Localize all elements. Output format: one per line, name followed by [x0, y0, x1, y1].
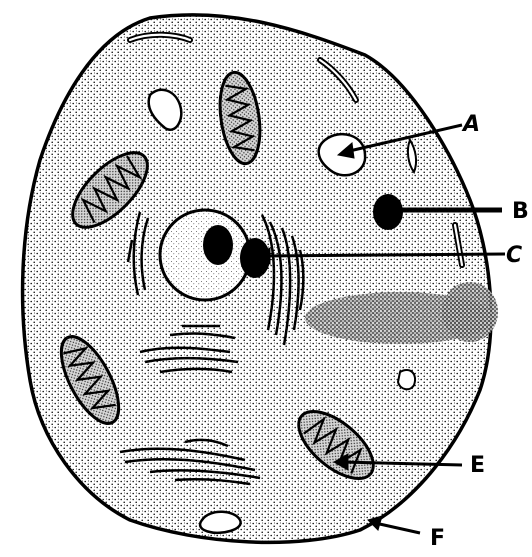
nucleolus — [203, 225, 233, 265]
leader-line-f — [375, 523, 420, 533]
label-e: E — [470, 453, 485, 478]
vesicle-bottom — [200, 512, 241, 533]
leader-line-c — [262, 254, 505, 256]
label-b: B — [512, 199, 529, 224]
label-f: F — [430, 526, 445, 551]
vesicle-small — [398, 370, 415, 389]
nucleus — [160, 210, 250, 300]
label-c: C — [506, 243, 522, 268]
label-a: A — [461, 112, 480, 137]
